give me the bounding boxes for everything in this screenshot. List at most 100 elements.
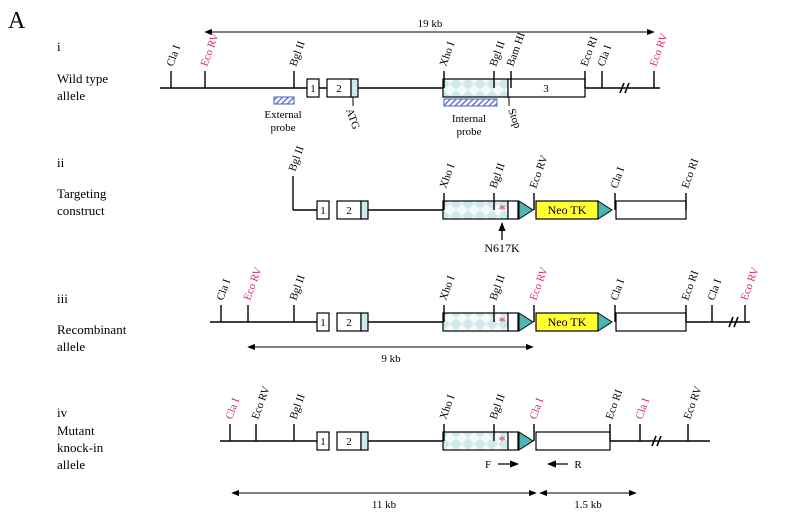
row-i-stop-label: Stop [505,107,523,131]
row-iii-site-ecorv-c-label: Eco RV [739,266,762,302]
row-i-site-xho-label: Xho I [438,40,458,68]
row-iv-loxp-triangle-icon [518,431,534,451]
row-iv-3prime-region [535,431,611,451]
row-i-break-icon [619,82,630,94]
row-iii-site-ecorv-b-label: Eco RV [528,266,551,302]
row-iii-loxp-triangle-icon-a [518,312,534,332]
row-iv-site-cla1-c-label: Cla I [634,396,653,421]
row-ii-3prime-arm [615,200,687,220]
row-iii-exon-3-utr [507,312,519,332]
row-ii-label-line2: construct [57,203,105,218]
row-iv-exon-1-label: 1 [320,436,326,448]
row-iii-break-icon [728,316,739,328]
row-ii-exon-1 [316,200,330,220]
row-ii-mutation-star-icon: * [499,203,506,218]
row-i-site-cla1-a-label: Cla I [165,43,184,68]
row-ii-site-ecori-label: Eco RI [680,157,702,190]
row-iii-exon-2-coding [360,312,369,332]
row-i-exon-2-label: 2 [336,83,342,95]
row-iv-exon-2-label: 2 [346,436,352,448]
row-iii-site-cla1-a-label: Cla I [215,277,234,302]
row-i-exon-2-coding [350,78,359,98]
row-iv-site-cla1-a-label: Cla I [224,396,243,421]
row-i-site-bam-label: Bam HI [505,31,528,68]
row-iii-exon-1-label: 1 [320,317,326,329]
row-iii-site-cla1-b-label: Cla I [609,277,628,302]
row-ii-exon-2-label: 2 [346,205,352,217]
row-iv-site-ecorv-a-label: Eco RV [250,385,273,421]
row-iv-exon-1 [316,431,330,451]
row-i-site-ecorv-b-label: Eco RV [648,32,671,68]
row-ii-site-xho-label: Xho I [438,162,458,190]
row-ii-site-bgl-a-label: Bgl II [287,144,307,173]
row-i-label-line2: allele [57,88,86,103]
row-iii-neo-tk-label: Neo TK [548,315,587,329]
row-iii-mutation-star-icon: * [499,315,506,330]
row-i-external-probe [273,96,295,105]
row-ii-label-line1: Targeting [57,186,107,201]
row-iii-site-cla1-c-label: Cla I [706,277,725,302]
row-i-exon-3-label: 3 [543,83,549,95]
row-iii-label-line2: allele [57,339,86,354]
row-iv-exon-3-utr [507,431,519,451]
row-ii-numeral: ii [57,155,65,170]
row-i-label-line1: Wild type [57,71,109,86]
panel-letter: A [8,8,26,34]
row-iii-span-label: 9 kb [381,353,401,365]
row-i-atg-label: ATG [343,107,362,131]
row-iv-label-line3: allele [57,457,86,472]
row-iii-site-bgl-a-label: Bgl II [288,273,308,302]
row-iv-label-line2: knock-in [57,440,104,455]
row-iii-numeral: iii [57,291,68,306]
row-iv-site-ecori-label: Eco RI [604,388,626,421]
row-iii-site-xho-label: Xho I [438,274,458,302]
row-i-numeral: i [57,39,61,54]
row-iv-primer-f-label: F [485,459,491,471]
row-i-internal-probe [443,98,498,107]
row-iv-mutation-star-icon: * [499,434,506,449]
row-ii-neo-tk-label: Neo TK [548,203,587,217]
row-iv-label-line1: Mutant [57,423,95,438]
row-ii-site-cla1-label: Cla I [609,165,628,190]
row-iv-primer-r-label: R [574,459,582,471]
row-ii-loxp-triangle-icon-b [597,200,613,220]
row-iii-loxp-triangle-icon-b [597,312,613,332]
row-i-internal-probe-label-1: Internal [452,113,486,125]
row-iii-site-bgl-b-label: Bgl II [488,273,508,302]
row-iv-site-cla1-b-label: Cla I [528,396,547,421]
row-i-exon-3-coding [442,78,509,98]
row-ii-mutation-label: N617K [484,241,520,255]
row-i-exon-1 [306,78,320,98]
row-ii-site-ecorv-label: Eco RV [528,154,551,190]
row-i-site-bgl-a-label: Bgl II [288,39,308,68]
row-i-exon-1-label: 1 [310,83,316,95]
row-iv-site-ecorv-b-label: Eco RV [682,385,705,421]
row-iii-exon-1 [316,312,330,332]
row-ii-exon-1-label: 1 [320,205,326,217]
row-i-external-probe-label-2: probe [270,122,295,134]
row-iii-3prime-arm [615,312,687,332]
row-iv-site-xho-label: Xho I [438,393,458,421]
row-ii-exon-3-utr [507,200,519,220]
row-ii-site-bgl-b-label: Bgl II [488,161,508,190]
row-iv-numeral: iv [57,405,68,420]
row-i-span-label: 19 kb [418,18,443,30]
row-iii-site-ecorv-a-label: Eco RV [242,266,265,302]
row-i-internal-probe-label-2: probe [456,126,481,138]
row-iv-exon-2-coding [360,431,369,451]
row-iii-exon-2-label: 2 [346,317,352,329]
row-ii-loxp-triangle-icon-a [518,200,534,220]
row-i-site-ecorv-a-label: Eco RV [199,32,222,68]
row-iv-break-icon [651,435,662,447]
row-ii-exon-2-coding [360,200,369,220]
row-iii-site-ecori-label: Eco RI [680,269,702,302]
row-iv-site-bgl-a-label: Bgl II [288,392,308,421]
row-i-site-cla1-b-label: Cla I [596,43,615,68]
row-iv-span-right-label: 1.5 kb [574,499,602,511]
row-iii-label-line1: Recombinant [57,322,127,337]
row-iv-site-bgl-b-label: Bgl II [488,392,508,421]
row-iv-span-left-label: 11 kb [372,499,397,511]
row-i-external-probe-label-1: External [264,109,301,121]
